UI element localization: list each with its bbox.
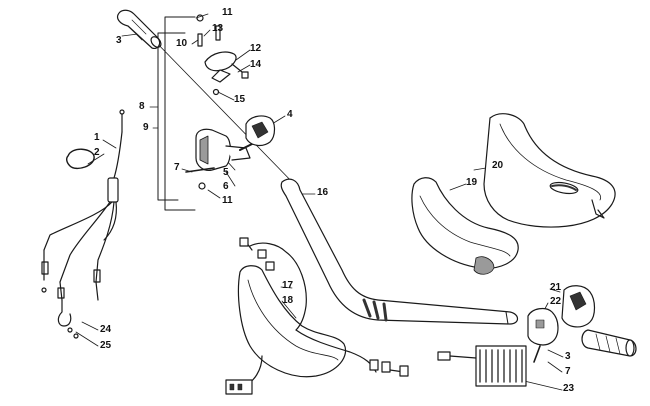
callout-18: 18 [282, 295, 294, 306]
callout-11-top: 11 [222, 7, 233, 18]
callout-7-left: 7 [174, 162, 180, 173]
hand-guard-lower [237, 265, 347, 378]
throttle-housing [185, 128, 257, 190]
callout-4: 4 [287, 109, 293, 120]
callout-5: 5 [223, 167, 229, 178]
callout-3-left: 3 [116, 35, 122, 46]
callout-3-right: 3 [565, 351, 571, 362]
callout-23: 23 [563, 383, 575, 394]
callout-14: 14 [250, 59, 262, 70]
callout-20: 20 [492, 160, 504, 171]
screw-right [533, 345, 541, 363]
bracket-lines [157, 16, 196, 211]
callout-2: 2 [94, 147, 100, 158]
switch-assembly [245, 115, 276, 147]
right-switch-assembly [527, 285, 596, 346]
callout-22: 22 [550, 296, 562, 307]
right-grip [581, 329, 637, 357]
callout-21: 21 [550, 282, 562, 293]
handlebar [280, 178, 519, 325]
wiring-harness [225, 237, 409, 395]
callout-6: 6 [223, 181, 229, 192]
callout-15: 15 [234, 94, 246, 105]
callout-11-bottom: 11 [222, 195, 233, 206]
callout-17: 17 [282, 280, 294, 291]
hand-guard-left-liner [411, 177, 519, 275]
callout-16: 16 [317, 187, 329, 198]
callout-1: 1 [94, 132, 100, 143]
callout-9: 9 [143, 122, 149, 133]
heater-element [437, 345, 527, 387]
callout-10: 10 [176, 38, 188, 49]
guide-line [149, 35, 301, 191]
hand-guard-right [483, 113, 616, 228]
callout-13: 13 [212, 23, 224, 34]
callout-7-right: 7 [565, 366, 571, 377]
throttle-hardware [196, 14, 249, 96]
callout-19: 19 [466, 177, 478, 188]
callout-24: 24 [100, 324, 112, 335]
left-grip [116, 9, 162, 49]
callout-8: 8 [139, 101, 145, 112]
callout-12: 12 [250, 43, 262, 54]
choke-cable [41, 109, 125, 339]
callout-25: 25 [100, 340, 112, 351]
